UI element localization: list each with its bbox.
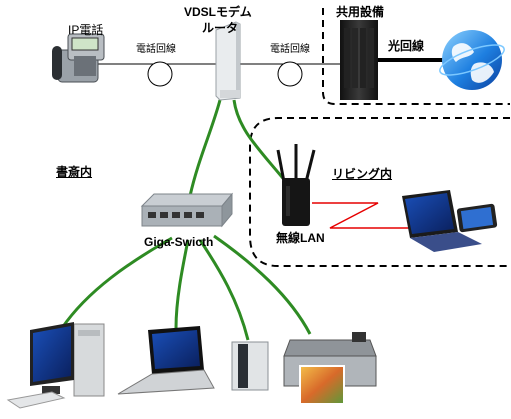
desktop-pc-icon <box>6 322 105 409</box>
network-switch-icon <box>140 192 234 228</box>
line-coil-left <box>147 61 173 87</box>
living-room-label: リビング内 <box>332 167 393 181</box>
internet-globe-icon <box>439 30 505 90</box>
cable-switch-to-desktop <box>60 236 173 329</box>
shared-equipment-label: 共用設備 <box>336 5 385 19</box>
line-coil-right <box>277 61 303 87</box>
fiber-line-label: 光回線 <box>388 39 425 53</box>
study-room-label: 書斎内 <box>56 165 93 179</box>
ip-phone-icon <box>52 33 105 83</box>
cable-modem-to-switch <box>188 99 222 197</box>
cable-modem-to-wireless <box>232 99 288 183</box>
ip-phone-label: IP電話 <box>68 23 104 37</box>
ethernet-cables <box>60 99 312 341</box>
vdsl-modem-router-icon <box>215 21 241 101</box>
giga-switch-label: Giga-Swicth <box>144 235 214 249</box>
living-room-boundary <box>249 117 510 267</box>
printer-icon <box>283 332 377 405</box>
router-label: ルータ <box>202 21 239 35</box>
wireless-signal <box>312 202 412 229</box>
phone-line-left-label: 電話回線 <box>136 44 176 55</box>
phone-line-right-label: 電話回線 <box>270 44 310 55</box>
shared-equipment-boundary <box>322 8 510 105</box>
cable-switch-to-nas <box>198 239 250 341</box>
vdsl-modem-label: VDSLモデム <box>184 5 252 19</box>
nas-storage-icon <box>231 341 269 391</box>
shared-equipment-server-icon <box>340 20 378 100</box>
cable-switch-to-printer <box>213 234 312 335</box>
wireless-lan-label: 無線LAN <box>276 231 325 245</box>
tablet-pc-icon <box>402 190 498 252</box>
wireless-router-icon <box>276 144 316 226</box>
cable-switch-to-laptop <box>174 239 190 329</box>
laptop-icon <box>117 326 215 395</box>
